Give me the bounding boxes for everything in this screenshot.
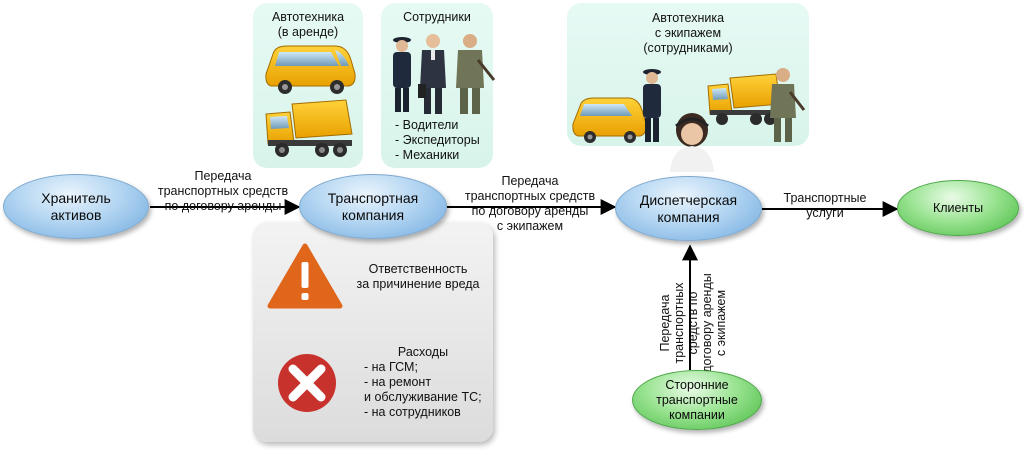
mechanic-figure-image (456, 34, 496, 114)
driver-figure-image (643, 69, 661, 142)
expense-item: - на ремонт (364, 375, 432, 389)
dump-truck-image (265, 99, 353, 157)
expenses-title: Расходы (397, 345, 449, 359)
node-clients: Клиенты (897, 180, 1019, 236)
panel-title-vehicles-leased: Автотехника(в аренде) (271, 10, 345, 39)
error-x-icon (278, 354, 336, 412)
expense-item: - на сотрудников (364, 405, 461, 419)
expense-item: и обслуживание ТС; (364, 390, 482, 404)
staff-item: - Водители (395, 118, 459, 132)
dump-truck-image (707, 73, 781, 125)
expense-item: - на ГСМ; (364, 360, 418, 374)
dispatcher-figure-image (670, 113, 714, 172)
warning-triangle-icon (267, 243, 343, 309)
driver-figure-image (393, 37, 411, 112)
forwarder-figure-image (418, 34, 446, 114)
van-image (265, 45, 356, 94)
staff-list: - Водители - Экспедиторы - Механики (395, 118, 480, 163)
panel-title-staff: Сотрудники (403, 10, 471, 24)
mechanic-figure-image (770, 68, 806, 142)
van-image (572, 97, 647, 143)
expenses-list: - на ГСМ; - на ремонт и обслуживание ТС;… (364, 360, 482, 420)
staff-item: - Экспедиторы (395, 133, 480, 147)
staff-item: - Механики (395, 148, 460, 162)
